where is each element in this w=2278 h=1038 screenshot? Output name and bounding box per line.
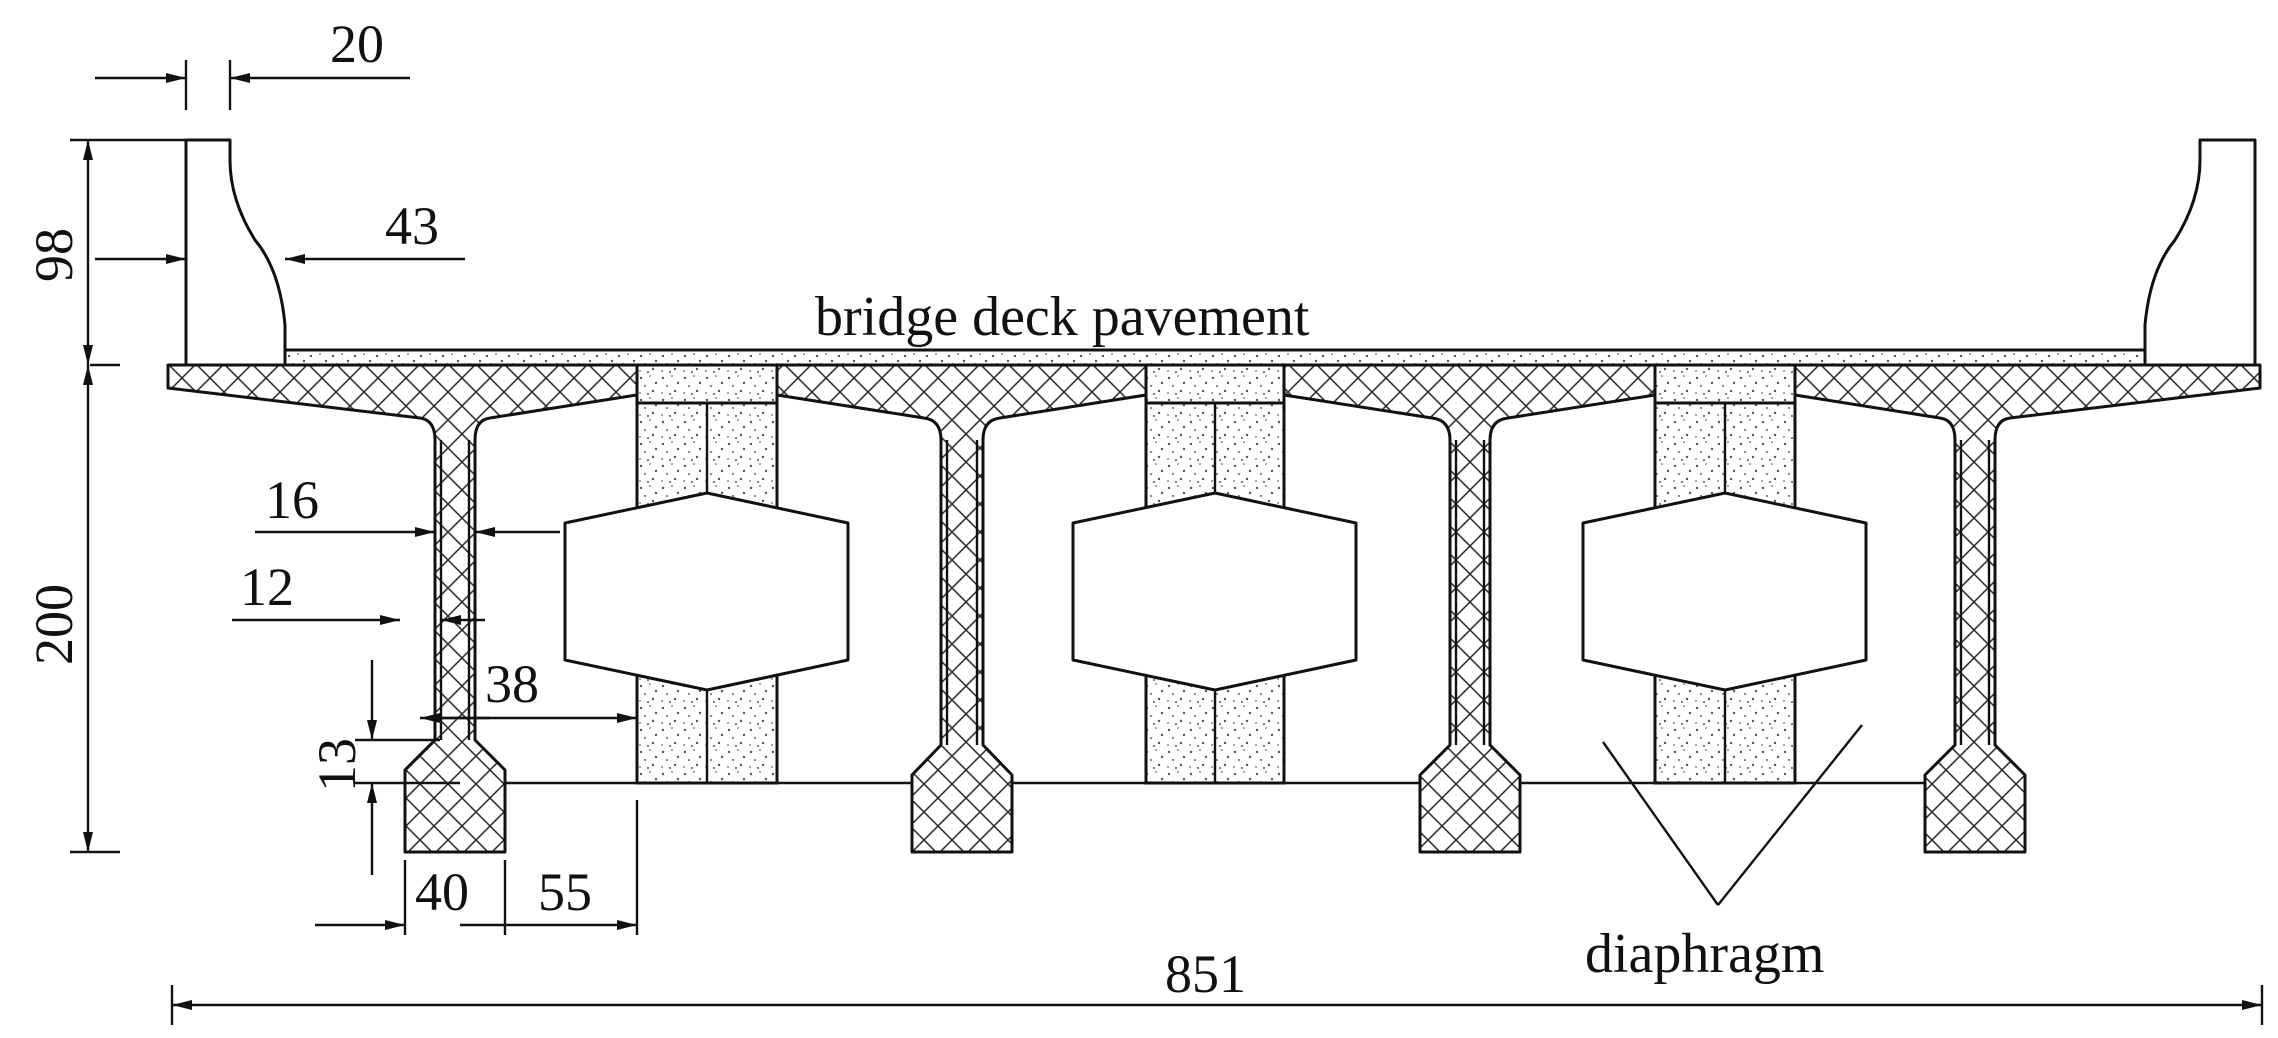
dim-12: 12 xyxy=(240,557,294,617)
girder-4 xyxy=(1793,363,2262,854)
girder-2 xyxy=(775,363,1148,854)
dim-200: 200 xyxy=(24,584,84,665)
girder-web-lines xyxy=(280,363,1991,745)
dim-38: 38 xyxy=(485,654,539,714)
left-railing xyxy=(184,138,287,367)
pavement-label: bridge deck pavement xyxy=(815,286,1310,348)
dimension-lines xyxy=(70,60,2264,1025)
dim-55: 55 xyxy=(538,862,592,922)
dim-98: 98 xyxy=(24,228,84,282)
diaphragm-3 xyxy=(1581,491,1868,692)
dim-20: 20 xyxy=(330,14,384,74)
diaphragm-2 xyxy=(1071,491,1358,692)
dim-43: 43 xyxy=(385,196,439,256)
dim-16: 16 xyxy=(265,470,319,530)
dim-13: 13 xyxy=(307,738,367,792)
girder-1 xyxy=(166,363,639,854)
diaphragm-1 xyxy=(563,491,850,692)
girder-3 xyxy=(1282,363,1657,854)
dim-851: 851 xyxy=(1165,944,1246,1004)
diaphragm-label: diaphragm xyxy=(1585,923,1824,985)
right-railing xyxy=(2143,138,2257,367)
dim-40: 40 xyxy=(415,862,469,922)
